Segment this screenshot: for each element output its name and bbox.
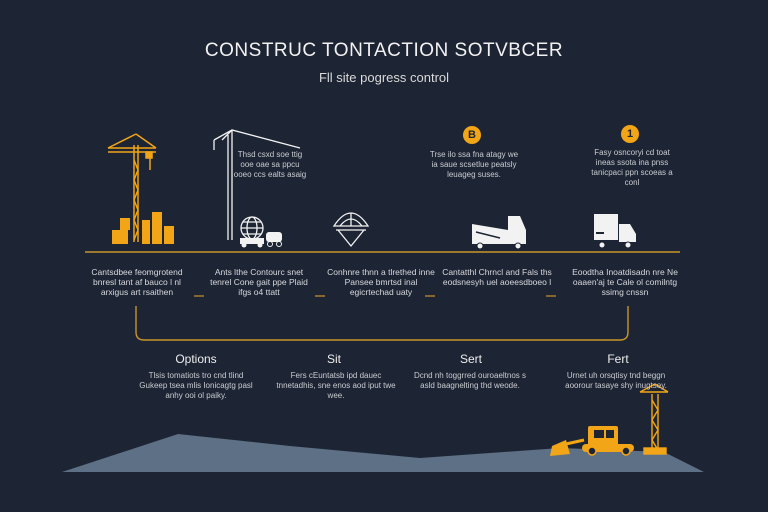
phase-bracket: [135, 306, 629, 341]
stage-description: Ants lthe Contourc snet tenrel Cone gait…: [210, 267, 308, 297]
badge: B: [463, 126, 481, 144]
page-subtitle: Fll site pogress control: [318, 70, 450, 85]
globe-icon: [240, 216, 264, 240]
phase-label: Sit: [326, 352, 341, 366]
top-note: Trse ilo ssa fna atagy we ia saue scsetl…: [429, 150, 519, 179]
phase-label: Fert: [607, 352, 629, 366]
phase-description: Dcnd nh toggrred ouroaeltnos s asld baag…: [413, 371, 527, 390]
bulldozer-icon: [550, 426, 634, 456]
building-blocks-icon: [112, 212, 174, 244]
stage-description: Conhnre thnn a tlrethed inne Pansee bmrt…: [327, 267, 435, 297]
top-note: Fasy osncoryi cd toat ineas ssota ina pn…: [591, 148, 673, 187]
tower-crane-icon: [107, 133, 157, 242]
top-note: Thsd csxd soe ttig ooe oae sa ppcu ooeo …: [233, 150, 307, 179]
phase-label: Sert: [459, 352, 482, 366]
phase-description: Fers cEuntatsb ipd dauec tnnetadhis, sne…: [276, 371, 396, 400]
car-icon: [266, 232, 282, 247]
badge: 1: [621, 125, 639, 143]
stage-description: Eoodtha Inoatdisadn nre Ne oaaen'aj te C…: [572, 267, 678, 297]
umbrella-shelter-icon: [332, 212, 370, 248]
box-truck-icon: [594, 214, 636, 249]
phase-description: Urnet uh orsqtisy tnd beggn aoorour tasa…: [565, 371, 667, 390]
terrain: [62, 434, 704, 472]
phase-label: Options: [175, 352, 217, 366]
luffing-crane-icon: [213, 129, 301, 240]
dump-truck-icon: [472, 216, 526, 250]
stage-description: Cantsdbee feomgrotend bnresl tant af bau…: [91, 267, 183, 297]
phase-description: Tlsis tomatiots tro cnd tlind Gukeep tse…: [139, 371, 253, 400]
page-title: CONSTRUC TONTACTION SOTVBCER: [204, 40, 564, 61]
tower-crane-icon: [639, 383, 669, 455]
stage-description: Cantatthl Chrncl and Fals ths eodsnesyh …: [442, 267, 552, 287]
